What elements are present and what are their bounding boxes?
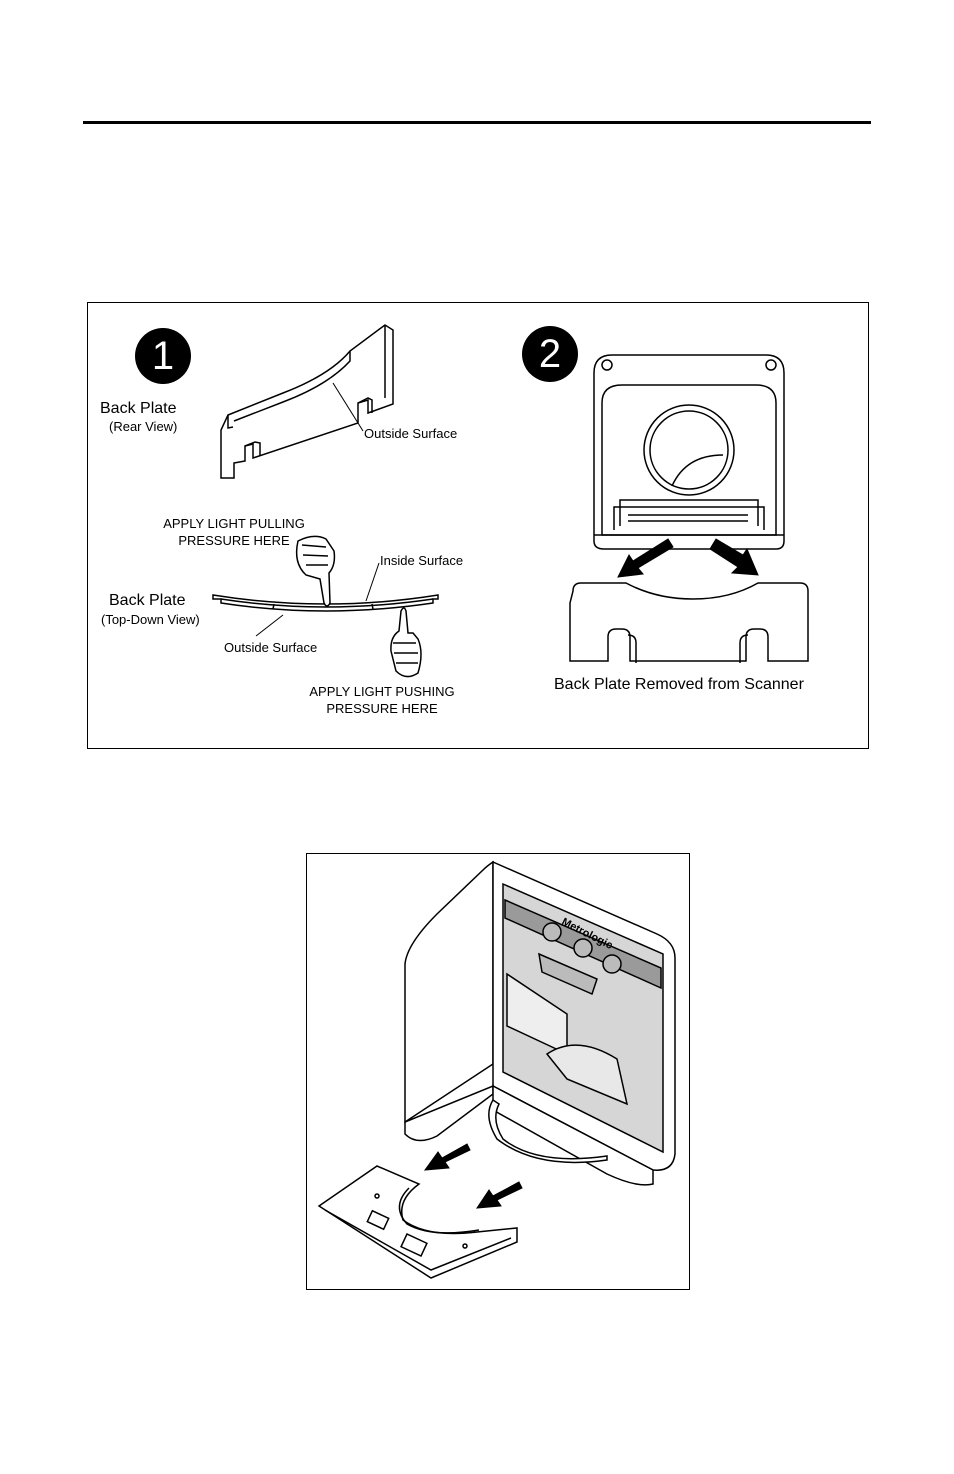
back-plate-rear-view: [221, 325, 393, 478]
topdown-title: Back Plate: [109, 592, 185, 610]
inside-surface-label: Inside Surface: [380, 554, 463, 568]
scanner-rear-view: [594, 355, 784, 549]
pulling-instruction-line2: PRESSURE HERE: [160, 534, 308, 548]
figure2-illustration: [307, 854, 691, 1291]
removed-caption: Back Plate Removed from Scanner: [554, 676, 804, 694]
base-plate: [319, 1166, 517, 1278]
pushing-instruction-line2: PRESSURE HERE: [306, 702, 458, 716]
base-plate-arrows: [425, 1144, 522, 1208]
scanner-base-removal-figure: Metrologic: [306, 853, 690, 1290]
scanner-body: [405, 862, 675, 1185]
topdown-subtitle: (Top-Down View): [101, 613, 200, 627]
outside-surface-bottom-label: Outside Surface: [224, 641, 317, 655]
removed-back-plate: [570, 583, 808, 663]
rear-view-subtitle: (Rear View): [109, 420, 177, 434]
pushing-hand-icon: [391, 608, 421, 677]
back-plate-removal-figure: 1 2: [87, 302, 869, 749]
pushing-instruction-line1: APPLY LIGHT PUSHING: [306, 685, 458, 699]
header-rule: [83, 121, 871, 124]
outside-surface-top-label: Outside Surface: [364, 427, 457, 441]
rear-view-title: Back Plate: [100, 400, 176, 418]
pulling-instruction-line1: APPLY LIGHT PULLING: [160, 517, 308, 531]
